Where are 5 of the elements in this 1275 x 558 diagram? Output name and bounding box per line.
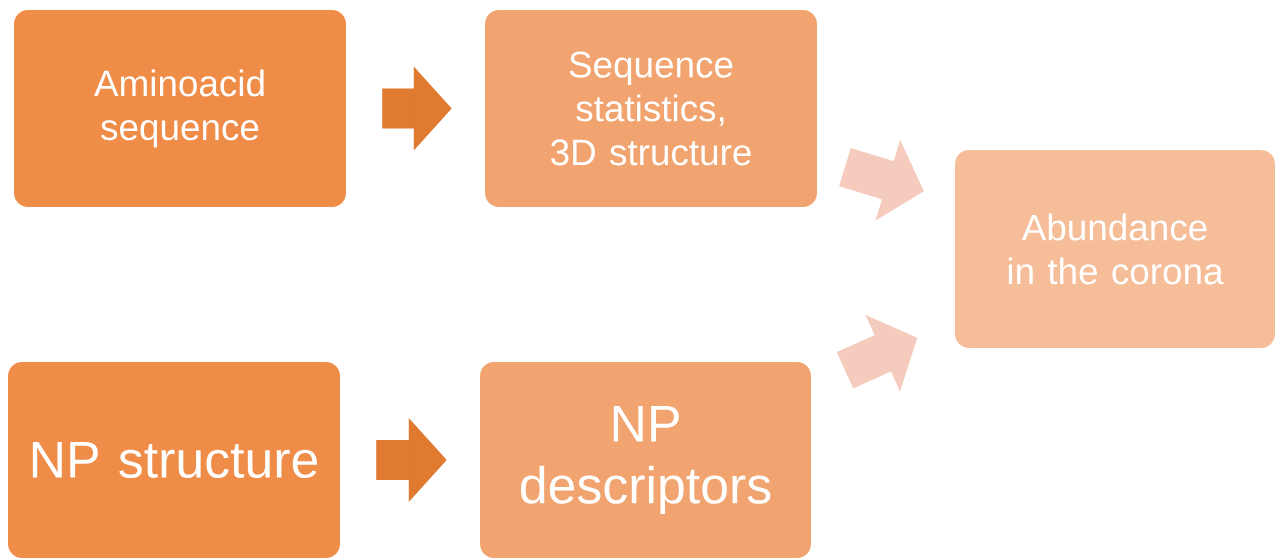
process-box: NP descriptors <box>480 362 811 558</box>
process-box: NP structure <box>8 362 340 558</box>
process-box: Abundance in the corona <box>955 150 1275 348</box>
process-box: Sequence statistics, 3D structure <box>485 10 817 207</box>
process-box: Aminoacid sequence <box>14 10 346 207</box>
